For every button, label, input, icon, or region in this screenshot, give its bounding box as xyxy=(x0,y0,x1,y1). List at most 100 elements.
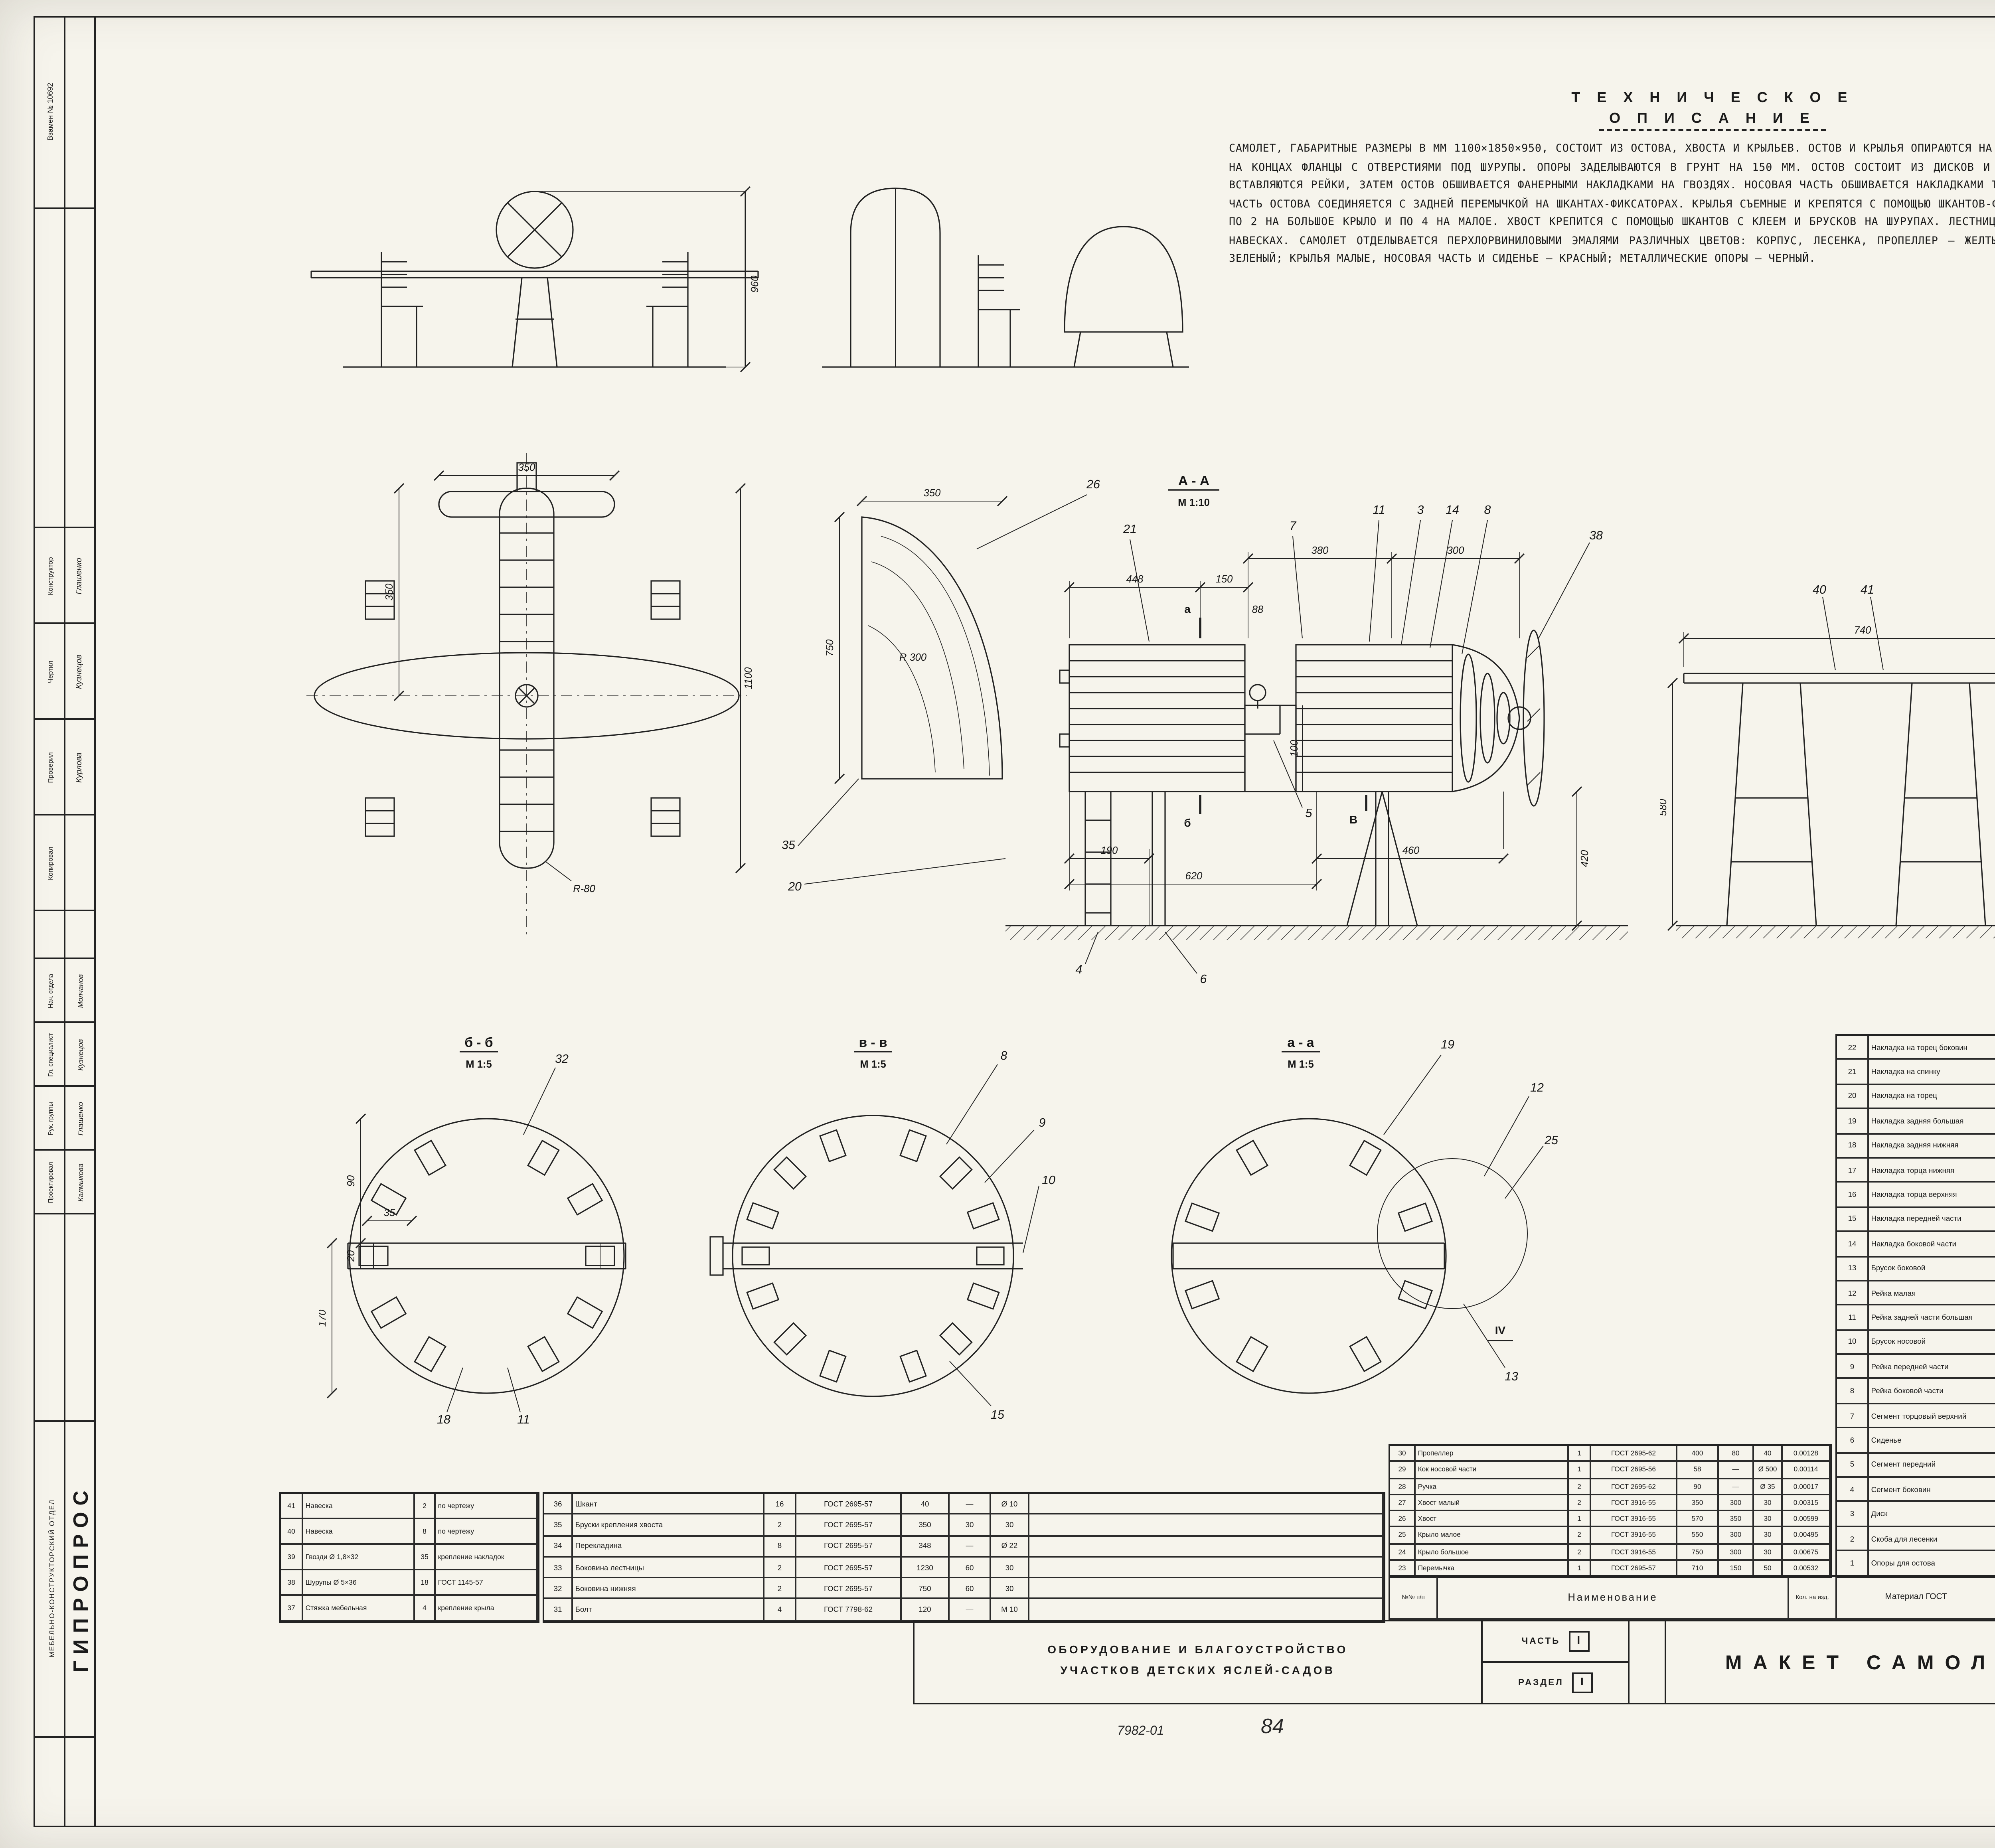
flag-v: В xyxy=(1349,813,1357,826)
section-v-lines xyxy=(709,1051,1039,1406)
stamp-line xyxy=(34,1736,94,1738)
cell-gost: ГОСТ 7798-62 xyxy=(796,1599,902,1621)
cell-number: 40 xyxy=(281,1519,303,1545)
callout-11: 11 xyxy=(517,1413,530,1426)
cell-gost: ГОСТ 2695-62 xyxy=(1591,1446,1677,1462)
callout-26: 26 xyxy=(1086,478,1100,491)
cell-thickness: Ø 500 xyxy=(1754,1462,1783,1479)
cell-number: 9 xyxy=(1837,1355,1869,1380)
dim-750: 750 xyxy=(824,639,836,656)
cell-number: 33 xyxy=(544,1557,573,1579)
dim-620: 620 xyxy=(1185,871,1203,882)
title-block-title: МАКЕТ САМОЛЕТА xyxy=(1666,1621,1995,1703)
figure-section-bb: Б - Б М 1:10 740 580 230 350 50 150 40 4… xyxy=(1660,583,1995,938)
cell-qty: 18 xyxy=(415,1570,436,1596)
cell-number: 19 xyxy=(1837,1109,1869,1134)
dim-350-left: 350 xyxy=(384,583,395,600)
cell-number: 3 xyxy=(1837,1502,1869,1527)
callout-8: 8 xyxy=(1484,503,1491,517)
cell-length: 350 xyxy=(1677,1495,1719,1511)
dim-448: 448 xyxy=(1126,574,1144,585)
stamp-line xyxy=(34,814,94,815)
cell-name: Накладка торца верхняя xyxy=(1869,1183,1995,1208)
stamp-divider-vertical-2 xyxy=(94,16,96,1827)
cell-volume-one: 0.00017 xyxy=(1783,1479,1831,1495)
cell-note xyxy=(1029,1515,1384,1536)
cell-note: крепление крыла xyxy=(436,1596,538,1621)
cell-qty: 2 xyxy=(764,1578,796,1600)
cell-note xyxy=(1029,1494,1384,1515)
stamp-name: Курлова xyxy=(75,752,85,783)
callout-40: 40 xyxy=(1813,583,1826,596)
cell-width: 300 xyxy=(1719,1528,1754,1544)
cell-name: Бруски крепления хвоста xyxy=(573,1515,764,1536)
cell-number: 32 xyxy=(544,1578,573,1600)
cell-width: 150 xyxy=(1719,1560,1754,1577)
cell-number: 34 xyxy=(544,1536,573,1558)
cell-thickness: Ø 10 xyxy=(991,1494,1029,1515)
cell-volume-one: 0.00532 xyxy=(1783,1560,1831,1577)
cell-length: 710 xyxy=(1677,1560,1719,1577)
flag-a: а xyxy=(1184,603,1191,615)
cell-name: Хвост малый xyxy=(1416,1495,1569,1511)
cell-gost: ГОСТ 3916-55 xyxy=(1591,1544,1677,1560)
cell-name: Рейка малая xyxy=(1869,1281,1995,1306)
cell-width: 300 xyxy=(1719,1544,1754,1560)
cell-name: Скоба для лесенки xyxy=(1869,1527,1995,1552)
stamp-role: Копировал xyxy=(46,847,54,880)
callout-41: 41 xyxy=(1861,583,1874,596)
stamp-line xyxy=(34,622,94,624)
section-scale-a: М 1:5 xyxy=(1288,1059,1314,1070)
cell-thickness: 30 xyxy=(991,1578,1029,1600)
dim-350: 350 xyxy=(924,488,941,499)
cell-gost: ГОСТ 3916-55 xyxy=(1591,1495,1677,1511)
cell-length: 550 xyxy=(1677,1528,1719,1544)
cell-gost: ГОСТ 3916-55 xyxy=(1591,1528,1677,1544)
section-label-b: б - б xyxy=(464,1035,493,1050)
cell-gost: ГОСТ 2695-57 xyxy=(796,1536,902,1558)
callout-12: 12 xyxy=(1530,1081,1544,1094)
cell-name: Накладка торца нижняя xyxy=(1869,1159,1995,1183)
cell-qty: 8 xyxy=(415,1519,436,1545)
stamp-divider-vertical-1 xyxy=(64,16,65,1827)
cell-width: 300 xyxy=(1719,1495,1754,1511)
cell-length: 348 xyxy=(902,1536,950,1558)
cell-number: 27 xyxy=(1390,1495,1416,1511)
cell-number: 41 xyxy=(281,1494,303,1519)
callout-14: 14 xyxy=(1446,503,1459,517)
stamp-role: Проектировал xyxy=(46,1162,54,1203)
dim-r80: R-80 xyxy=(573,883,595,894)
dim-460: 460 xyxy=(1402,845,1420,856)
handwritten-sheet-number: 84 xyxy=(1261,1714,1284,1738)
detail-label-IV: IV xyxy=(1495,1324,1506,1337)
section-b-lines xyxy=(326,1051,626,1413)
cell-length: 570 xyxy=(1677,1511,1719,1528)
dim-190: 190 xyxy=(1101,845,1118,856)
stamp-line xyxy=(34,207,94,209)
cell-length: 350 xyxy=(902,1515,950,1536)
callout-5: 5 xyxy=(1306,806,1312,820)
cell-width: — xyxy=(950,1536,991,1558)
cell-volume-one: 0.00675 xyxy=(1783,1544,1831,1560)
section-value: I xyxy=(1571,1672,1592,1693)
cell-gost: ГОСТ 2695-57 xyxy=(796,1515,902,1536)
cell-name: Накладка на торец боковин xyxy=(1869,1036,1995,1060)
cell-note xyxy=(1029,1536,1384,1558)
callout-21: 21 xyxy=(1123,522,1137,536)
project-line-2: УЧАСТКОВ ДЕТСКИХ ЯСЛЕЙ-САДОВ xyxy=(1060,1665,1335,1676)
cell-number: 38 xyxy=(281,1570,303,1596)
spec-table-hardware: 41 Навеска 2 по чертежу 40 Навеска 8 по … xyxy=(279,1492,539,1623)
callout-19: 19 xyxy=(1441,1038,1454,1051)
stamp-name: Калмыкова xyxy=(77,1163,85,1202)
dim-380: 380 xyxy=(1312,545,1329,556)
cell-width: 60 xyxy=(950,1578,991,1600)
org-department: МЕБЕЛЬНО-КОНСТРУКТОРСКИЙ ОТДЕЛ xyxy=(48,1499,56,1658)
cell-length: 40 xyxy=(902,1494,950,1515)
cell-name: Ручка xyxy=(1416,1479,1569,1495)
cell-note xyxy=(1029,1599,1384,1621)
cell-number: 20 xyxy=(1837,1085,1869,1110)
cell-name: Накладка на спинку xyxy=(1869,1060,1995,1085)
stamp-line xyxy=(34,1021,94,1023)
callout-11: 11 xyxy=(1373,503,1385,517)
flag-b: б xyxy=(1184,817,1191,829)
